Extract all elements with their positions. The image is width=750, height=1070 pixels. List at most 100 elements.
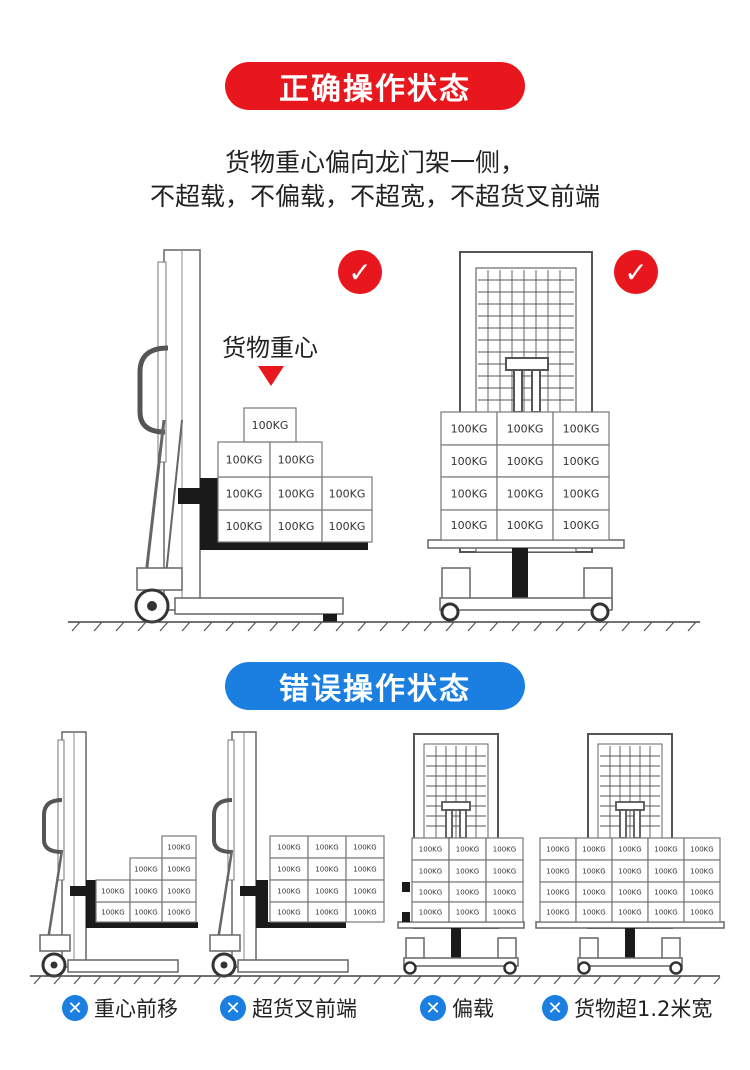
- box-weight-label: 100KG: [315, 909, 338, 917]
- box-weight-label: 100KG: [277, 888, 300, 896]
- caption-text: 超货叉前端: [252, 997, 357, 1021]
- box-weight-label: 100KG: [353, 844, 376, 852]
- box-weight-label: 100KG: [690, 846, 713, 854]
- wrong-beyond-forks-cargo: [269, 835, 385, 923]
- center-of-gravity-arrow-icon: [258, 366, 284, 386]
- box-weight-label: 100KG: [654, 846, 677, 854]
- box-weight-label: 100KG: [493, 889, 516, 897]
- box-weight-label: 100KG: [278, 488, 315, 501]
- box-weight-label: 100KG: [419, 846, 442, 854]
- box-weight-label: 100KG: [252, 419, 289, 432]
- box-weight-label: 100KG: [167, 909, 190, 917]
- box-weight-label: 100KG: [507, 519, 544, 532]
- box-weight-label: 100KG: [167, 888, 190, 896]
- box-weight-label: 100KG: [618, 846, 641, 854]
- caption-offcenter: ✕ 偏载: [420, 990, 494, 1026]
- ground-top: [68, 621, 700, 632]
- box-weight-label: 100KG: [546, 909, 569, 917]
- box-weight-label: 100KG: [582, 889, 605, 897]
- box-weight-label: 100KG: [546, 846, 569, 854]
- box-weight-label: 100KG: [226, 488, 263, 501]
- wrong-operation-title: 错误操作状态: [225, 662, 525, 710]
- box-labels: 100KG 100KG 100KG 100KG 100KG 100KG 100KG 100KG…: [101, 419, 713, 917]
- x-icon: ✕: [420, 995, 446, 1021]
- correct-front-cargo: [440, 411, 610, 541]
- box-weight-label: 100KG: [101, 888, 124, 896]
- box-weight-label: 100KG: [654, 889, 677, 897]
- box-weight-label: 100KG: [451, 488, 488, 501]
- box-weight-label: 100KG: [226, 454, 263, 467]
- caption-cg-forward: ✕ 重心前移: [62, 990, 178, 1026]
- ground-bottom-hatch: [33, 975, 721, 985]
- box-weight-label: 100KG: [654, 909, 677, 917]
- correct-operation-title: 正确操作状态: [225, 62, 525, 110]
- box-weight-label: 100KG: [167, 844, 190, 852]
- box-weight-label: 100KG: [563, 423, 600, 436]
- box-weight-label: 100KG: [419, 868, 442, 876]
- box-weight-label: 100KG: [353, 888, 376, 896]
- correct-description-line2: 不超载，不偏载，不超宽，不超货叉前端: [149, 182, 600, 211]
- box-weight-label: 100KG: [546, 868, 569, 876]
- box-weight-label: 100KG: [493, 868, 516, 876]
- box-weight-label: 100KG: [353, 909, 376, 917]
- box-weight-label: 100KG: [134, 888, 157, 896]
- box-weight-label: 100KG: [329, 488, 366, 501]
- wrong-beyond-forks-stacker: [209, 731, 349, 978]
- wrong-cg-forward-cargo: [95, 835, 197, 923]
- center-of-gravity-label: 货物重心: [222, 334, 318, 362]
- caption-text: 货物超1.2米宽: [574, 997, 713, 1021]
- box-weight-label: 100KG: [582, 909, 605, 917]
- box-weight-label: 100KG: [278, 454, 315, 467]
- check-icon: ✓: [614, 250, 658, 294]
- ground-top-hatch: [71, 621, 697, 632]
- correct-description-line1: 货物重心偏向龙门架一侧，: [224, 148, 525, 177]
- box-weight-label: 100KG: [582, 868, 605, 876]
- box-weight-label: 100KG: [277, 866, 300, 874]
- box-weight-label: 100KG: [134, 909, 157, 917]
- box-weight-label: 100KG: [582, 846, 605, 854]
- caption-overwidth: ✕ 货物超1.2米宽: [542, 990, 712, 1026]
- box-weight-label: 100KG: [315, 844, 338, 852]
- x-icon: ✕: [542, 995, 568, 1021]
- box-weight-label: 100KG: [277, 844, 300, 852]
- wrong-offcenter-cargo: [411, 837, 524, 923]
- correct-side-stacker: [134, 249, 368, 624]
- box-weight-label: 100KG: [618, 909, 641, 917]
- check-icon: ✓: [338, 250, 382, 294]
- box-weight-label: 100KG: [563, 519, 600, 532]
- caption-text: 偏载: [452, 997, 494, 1021]
- box-weight-label: 100KG: [618, 889, 641, 897]
- box-weight-label: 100KG: [690, 909, 713, 917]
- box-weight-label: 100KG: [451, 519, 488, 532]
- box-weight-label: 100KG: [456, 868, 479, 876]
- box-weight-label: 100KG: [353, 866, 376, 874]
- box-weight-label: 100KG: [456, 909, 479, 917]
- box-weight-label: 100KG: [654, 868, 677, 876]
- correct-side-cargo: [217, 407, 373, 543]
- box-weight-label: 100KG: [167, 866, 190, 874]
- ground-bottom: [30, 975, 721, 985]
- box-weight-label: 100KG: [451, 423, 488, 436]
- x-icon: ✕: [220, 995, 246, 1021]
- box-weight-label: 100KG: [546, 889, 569, 897]
- box-weight-label: 100KG: [419, 889, 442, 897]
- box-weight-label: 100KG: [618, 868, 641, 876]
- box-weight-label: 100KG: [493, 846, 516, 854]
- box-weight-label: 100KG: [563, 488, 600, 501]
- box-weight-label: 100KG: [507, 455, 544, 468]
- box-weight-label: 100KG: [277, 909, 300, 917]
- caption-beyond-forks: ✕ 超货叉前端: [220, 990, 357, 1026]
- wrong-overwidth-cargo: [539, 837, 721, 923]
- box-weight-label: 100KG: [563, 455, 600, 468]
- box-weight-label: 100KG: [456, 846, 479, 854]
- box-row-3: [217, 476, 373, 511]
- box-weight-label: 100KG: [101, 909, 124, 917]
- box-weight-label: 100KG: [315, 866, 338, 874]
- wrong-cg-forward-stacker: [39, 731, 198, 978]
- x-icon: ✕: [62, 995, 88, 1021]
- box-weight-label: 100KG: [329, 520, 366, 533]
- box-weight-label: 100KG: [690, 889, 713, 897]
- caption-text: 重心前移: [94, 997, 178, 1021]
- box-weight-label: 100KG: [278, 520, 315, 533]
